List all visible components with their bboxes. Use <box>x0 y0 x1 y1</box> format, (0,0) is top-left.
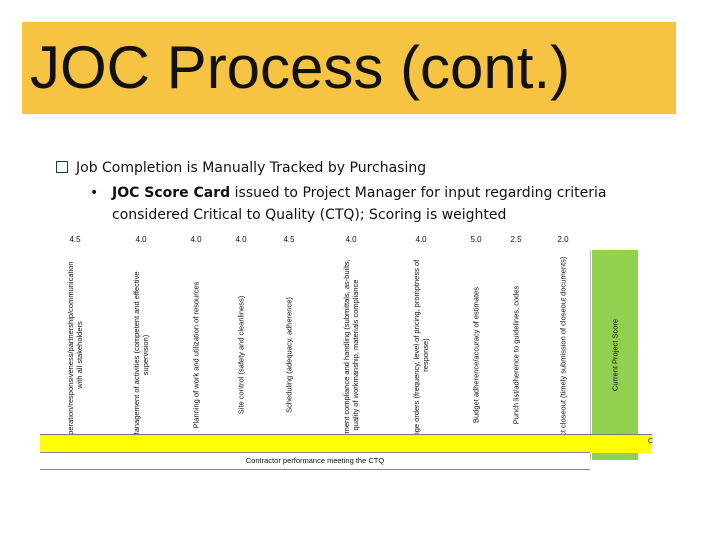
score-value: 2.0 <box>557 235 569 244</box>
score-value: 5.0 <box>470 235 482 244</box>
criterion-label: Site control (safety and cleanliness) <box>236 295 246 415</box>
criterion-header: Planning of work and utilization of reso… <box>172 250 221 460</box>
checkbox-bullet-icon <box>56 161 68 173</box>
criterion-label: Punch list/adherence to guidelines, code… <box>511 285 521 425</box>
score-value: 4.5 <box>283 235 295 244</box>
current-score-column: Current Project Score <box>592 250 638 460</box>
sub-bullet: • JOC Score Card issued to Project Manag… <box>90 182 650 226</box>
slide-title: JOC Process (cont.) <box>30 34 571 101</box>
main-bullet: Job Completion is Manually Tracked by Pu… <box>56 160 676 176</box>
score-value: 4.0 <box>345 235 357 244</box>
score-value: 4.0 <box>415 235 427 244</box>
criterion-header: Document compliance and handling (submit… <box>316 250 387 460</box>
score-value: 4.0 <box>190 235 202 244</box>
criterion-label: Cooperation/responsiveness/partnership/c… <box>66 261 84 449</box>
criterion-label: Change orders (frequency, level of prici… <box>412 259 430 451</box>
score-value: 4.0 <box>135 235 147 244</box>
criterion-header: Management of activities (competent and … <box>110 250 173 460</box>
main-bullet-text: Job Completion is Manually Tracked by Pu… <box>76 160 427 176</box>
footer-row: Contractor performance meeting the CTQ <box>40 452 590 470</box>
criterion-header: Site control (safety and cleanliness) <box>220 250 263 460</box>
criterion-header: Punch list/adherence to guidelines, code… <box>496 250 537 460</box>
highlight-row <box>40 434 652 453</box>
criterion-header: Cooperation/responsiveness/partnership/c… <box>40 250 111 460</box>
bullet-dot-icon: • <box>90 185 99 201</box>
sub-bullet-text: JOC Score Card issued to Project Manager… <box>112 182 650 226</box>
criterion-header: Change orders (frequency, level of prici… <box>386 250 457 460</box>
score-value: 4.5 <box>69 235 81 244</box>
footer-label: Contractor performance meeting the CTQ <box>245 456 385 465</box>
criterion-label: Budget adherence/accuracy of estimates <box>471 287 481 423</box>
criterion-label: Management of activities (competent and … <box>132 271 150 439</box>
criterion-label: Document compliance and handling (submit… <box>342 259 360 451</box>
current-score-label: Current Project Score <box>610 318 620 392</box>
score-value: 2.5 <box>510 235 522 244</box>
title-band: JOC Process (cont.) <box>22 22 676 114</box>
criterion-label: Scheduling (adequacy, adherence) <box>284 297 294 413</box>
sub-bullet-rest: issued to Project Manager for input rega… <box>112 185 607 223</box>
criterion-header: Budget adherence/accuracy of estimates <box>456 250 497 460</box>
score-value: 4.0 <box>235 235 247 244</box>
criterion-label: Planning of work and utilization of reso… <box>191 281 201 429</box>
corner-mark: C <box>648 438 654 445</box>
sub-bullet-bold: JOC Score Card <box>112 185 231 201</box>
criterion-header: Project closeout (timely submission of c… <box>536 250 591 460</box>
criterion-header: Scheduling (adequacy, adherence) <box>262 250 317 460</box>
criterion-label: Project closeout (timely submission of c… <box>558 256 568 454</box>
